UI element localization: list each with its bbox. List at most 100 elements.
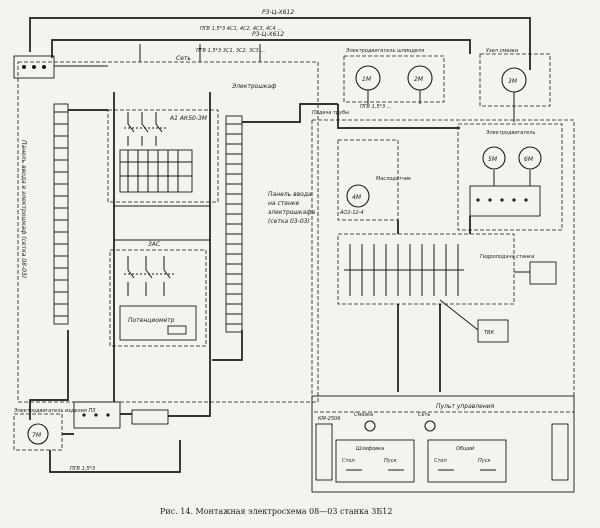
label-top-cable-2b: ПГВ 1,5*3 3С1, 3С2, 3С3 ...	[196, 48, 265, 54]
label-right-cable: Подача трубы	[312, 110, 349, 116]
label-stop-2: Стоп	[434, 458, 447, 464]
lube-unit-box	[479, 53, 551, 107]
motor-6m-label: 6М	[524, 156, 534, 163]
label-shlifovka: Шлифовка	[356, 446, 384, 452]
bottom-connector	[131, 409, 169, 425]
starter-block	[107, 109, 219, 203]
label-set-btn: Сеть	[418, 412, 430, 418]
oil-sensor-block	[337, 139, 399, 221]
label-set: Сеть	[176, 55, 191, 62]
motor-5m-label: 5М	[488, 156, 498, 163]
hydro-feed	[529, 261, 557, 285]
input-terminal-3	[42, 65, 46, 69]
label-uzel-smazki: Узел смазки	[486, 48, 519, 54]
bottom-relay-block	[73, 401, 121, 429]
motor-right-drops	[493, 170, 531, 186]
console-left-strip	[315, 423, 333, 481]
label-cable-bl: ПГВ 1,5*3	[70, 466, 95, 472]
shkaf-out-top	[242, 103, 338, 123]
cable-top-2	[51, 39, 471, 58]
label-masledatchik: Маслодатчик	[376, 176, 411, 182]
label-bottom-left: Электродвигатель изделия ПЗ	[13, 408, 96, 414]
label-panel-shkafa-1: Панель ввода	[268, 191, 312, 198]
potentiometer-box	[119, 305, 197, 341]
input-terminal-1	[22, 65, 26, 69]
bottom-cable-run	[49, 440, 181, 473]
label-obshchiy: Общий	[456, 446, 475, 452]
input-terminal-2	[32, 65, 36, 69]
label-potentiometr: Потенциометр	[128, 317, 175, 324]
button-smazka	[364, 420, 376, 432]
relay-contacts	[124, 256, 176, 296]
motor-block-right	[457, 123, 563, 231]
left-bus	[29, 109, 108, 420]
label-top-cable-2: РЗ-Ц-Х612	[252, 31, 284, 38]
terminal-block-right	[337, 233, 515, 305]
label-panel-shkafa-2: на стенке	[268, 200, 300, 207]
central-cross	[114, 205, 210, 241]
motor-2m-label: 2М	[414, 76, 424, 83]
motor-3m-label: 4М	[352, 194, 362, 201]
motor-7m	[27, 423, 49, 445]
machine-boundary-right	[311, 119, 575, 413]
label-ao: АО2-12-4	[339, 210, 364, 216]
shkaf-strip-rungs	[226, 123, 242, 325]
contactor-rungs	[120, 150, 192, 192]
relay-block	[109, 249, 207, 347]
motor-7m-label: 7М	[32, 432, 42, 439]
starter-contacts	[124, 112, 166, 146]
label-panel-vvoda: Панель ввода в электрошкаф (сетка 08-03)	[20, 140, 27, 278]
left-strip-rungs	[54, 111, 68, 317]
input-switch-box	[13, 55, 55, 79]
label-top-cable-1: РЗ-Ц-Х612	[262, 9, 294, 16]
label-dvig-nasosa: Электродвигатель	[485, 130, 535, 136]
right-terminal-dots	[476, 198, 528, 202]
label-panel-shkafa-3: электрошкафа	[268, 209, 315, 216]
bottom-wires	[62, 402, 211, 435]
label-pult: Пульт управления	[436, 403, 495, 410]
label-a1: А1 АК50-3М	[169, 115, 208, 122]
label-dvig-shpindelya: Электродвигатель шпинделя	[345, 48, 424, 54]
motor-1m-label: 1М	[362, 76, 372, 83]
cable-top-1	[29, 17, 531, 70]
console-right-strip	[551, 423, 569, 481]
right-terminal-box	[469, 185, 541, 217]
tvk-box	[477, 319, 509, 343]
label-elektroshkaf: Электрошкаф	[231, 83, 276, 90]
obshchiy-panel	[427, 439, 507, 483]
left-terminal-strip	[53, 103, 69, 325]
cable-top-drops	[139, 44, 261, 62]
label-pusk-2: Пуск	[478, 458, 491, 464]
control-console	[311, 395, 575, 493]
label-top-cable-1b: ПГВ 1,5*3 4С1, 4С2, 4С3, 4С4 ...	[200, 26, 282, 32]
cable-right-1	[337, 104, 460, 129]
bottom-motor-box	[13, 413, 63, 451]
machine-boundary-left	[17, 61, 319, 403]
bottom-relay-dots	[82, 413, 110, 417]
motor-3m-top-label: 3М	[508, 78, 518, 85]
terminal-block-right-rungs	[344, 244, 464, 296]
label-pusk-1: Пуск	[384, 458, 397, 464]
label-zas: ЗАС	[148, 241, 161, 248]
shlifovka-panel	[335, 439, 415, 483]
terminal-feeds	[397, 216, 471, 234]
label-panel-shkafa-4: (сетка 03-03)	[268, 218, 310, 225]
button-set	[424, 420, 436, 432]
cable-to-console	[397, 304, 441, 392]
label-kg: КМ-2506	[318, 416, 340, 422]
tvk-wire	[439, 299, 479, 331]
label-smazka: Смазка	[354, 412, 373, 418]
motor-3m	[346, 184, 370, 208]
contactor-km	[119, 149, 193, 193]
label-stop-1: Стоп	[342, 458, 355, 464]
motor-drops	[367, 90, 515, 122]
figure-caption: Рис. 14. Монтажная электросхема 08—03 ст…	[160, 507, 392, 516]
motor-5m	[482, 146, 506, 170]
label-spindle-cable: ПГВ 1,5*3 ...	[360, 104, 392, 110]
label-gidropodacha: Гидроподача станка	[480, 254, 534, 260]
central-bundle	[113, 92, 211, 402]
label-tvk: ТВК	[484, 330, 494, 336]
spindle-motor-box	[343, 55, 445, 103]
